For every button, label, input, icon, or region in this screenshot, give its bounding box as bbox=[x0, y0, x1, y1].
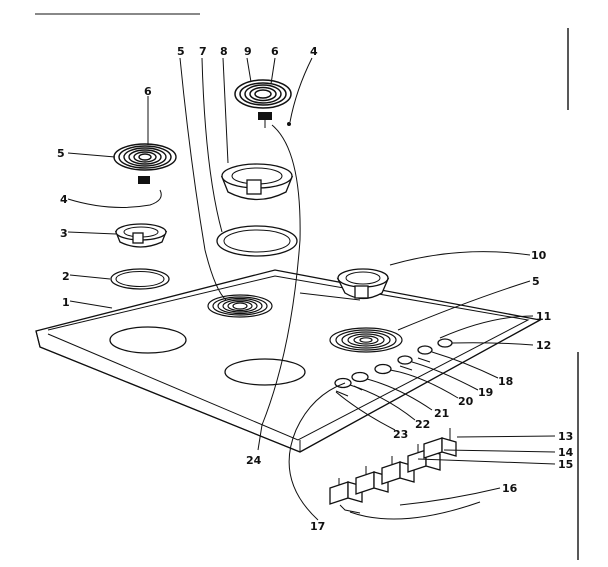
callout-3: 3 bbox=[60, 227, 68, 240]
callout-13: 13 bbox=[558, 430, 573, 443]
drip-bowl-left bbox=[114, 223, 168, 248]
callout-20: 20 bbox=[458, 395, 474, 408]
knob-20 bbox=[397, 355, 413, 365]
infinite-switches bbox=[329, 428, 481, 520]
drip-bowl-center bbox=[220, 163, 294, 201]
callout-7: 7 bbox=[199, 45, 207, 58]
knob-22 bbox=[351, 371, 369, 383]
callout-18: 18 bbox=[498, 375, 513, 388]
callout-9: 9 bbox=[244, 45, 252, 58]
callout-19: 19 bbox=[478, 386, 493, 399]
surface-element-left-loose bbox=[113, 143, 177, 184]
callout-10: 10 bbox=[531, 249, 547, 262]
leader-lines bbox=[67, 57, 556, 521]
callout-1: 1 bbox=[62, 296, 70, 309]
drip-bowl-right bbox=[336, 268, 390, 300]
callout-12: 12 bbox=[536, 339, 551, 352]
callout-23: 23 bbox=[393, 428, 408, 441]
callout-4-left: 4 bbox=[60, 193, 68, 206]
callout-5-center: 5 bbox=[177, 45, 185, 58]
callout-6-top: 6 bbox=[271, 45, 279, 58]
callout-21: 21 bbox=[434, 407, 449, 420]
callout-11: 11 bbox=[536, 310, 551, 323]
knob-12 bbox=[437, 338, 453, 348]
callout-2: 2 bbox=[62, 270, 70, 283]
callout-5-right: 5 bbox=[532, 275, 540, 288]
trim-ring-left bbox=[110, 268, 170, 290]
knob-18 bbox=[417, 345, 433, 355]
callout-6-left: 6 bbox=[144, 85, 152, 98]
cooktop-panel bbox=[35, 269, 542, 453]
burner-opening-left-front bbox=[109, 326, 187, 354]
surface-element-right-rear bbox=[329, 327, 403, 353]
callout-5-left: 5 bbox=[57, 147, 65, 160]
trim-ring-center bbox=[216, 225, 298, 257]
callout-14: 14 bbox=[558, 446, 574, 459]
knob-21 bbox=[374, 363, 392, 375]
surface-element-left-rear bbox=[207, 294, 273, 318]
callout-8: 8 bbox=[220, 45, 228, 58]
callout-16: 16 bbox=[502, 482, 518, 495]
callout-22: 22 bbox=[415, 418, 430, 431]
burner-opening-right-front bbox=[224, 358, 306, 386]
callout-17: 17 bbox=[310, 520, 325, 533]
callout-24: 24 bbox=[246, 454, 262, 467]
surface-element-top bbox=[234, 79, 292, 128]
callout-4-top: 4 bbox=[310, 45, 318, 58]
callout-15: 15 bbox=[558, 458, 573, 471]
callout-labels: 1 2 3 4 4 5 5 5 6 6 7 8 9 10 11 12 13 14… bbox=[57, 45, 574, 533]
